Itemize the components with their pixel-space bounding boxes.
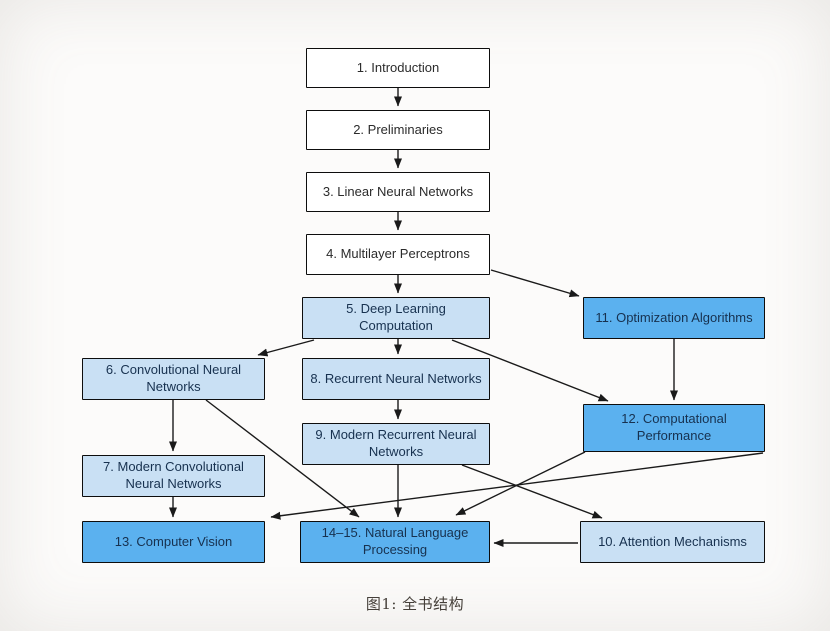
node-label: 7. Modern Convolutional Neural Networks [103,459,244,491]
node-label: 1. Introduction [356,59,440,75]
edge-12-to-13 [270,452,764,520]
figure-caption: 图1: 全书结构 [365,595,465,613]
node-label: 9. Modern Recurrent Neural Networks [315,427,477,459]
node-chapter-5: 5. Deep Learning Computation [302,297,490,339]
node-label: 4. Multilayer Perceptrons [326,246,470,262]
node-chapter-4: 4. Multilayer Perceptrons [306,234,490,275]
node-chapter-8: 8. Recurrent Neural Networks [302,358,490,400]
node-label: 2. Preliminaries [353,121,443,137]
edge-9-to-10 [461,464,603,519]
node-label: 14–15. Natural Language Processing [321,525,469,557]
node-label: 12. Computational Performance [621,411,727,443]
node-chapter-6: 6. Convolutional Neural Networks [82,358,265,400]
edge-5-to-6 [257,339,315,357]
node-label: 13. Computer Vision [114,533,233,549]
node-chapter-12: 12. Computational Performance [583,404,765,452]
node-label: 5. Deep Learning Computation [346,301,446,333]
node-chapter-7: 7. Modern Convolutional Neural Networks [82,455,265,497]
edge-5-to-12 [451,339,609,402]
node-chapter-3: 3. Linear Neural Networks [306,172,490,212]
node-label: 11. Optimization Algorithms [595,309,753,325]
node-label: 6. Convolutional Neural Networks [105,362,242,394]
node-label: 10. Attention Mechanisms [598,533,747,549]
node-chapter-13: 13. Computer Vision [82,521,265,563]
node-label: 3. Linear Neural Networks [322,183,474,199]
node-chapter-9: 9. Modern Recurrent Neural Networks [302,423,490,465]
node-label: 8. Recurrent Neural Networks [310,370,482,386]
node-chapter-14-15: 14–15. Natural Language Processing [300,521,490,563]
node-chapter-10: 10. Attention Mechanisms [580,521,765,563]
edge-6-to-14-15 [205,399,360,518]
node-chapter-1: 1. Introduction [306,48,490,88]
edge-12-to-14-15 [455,451,586,516]
node-chapter-2: 2. Preliminaries [306,110,490,150]
edge-4-to-11 [490,269,580,298]
node-chapter-11: 11. Optimization Algorithms [583,297,765,339]
